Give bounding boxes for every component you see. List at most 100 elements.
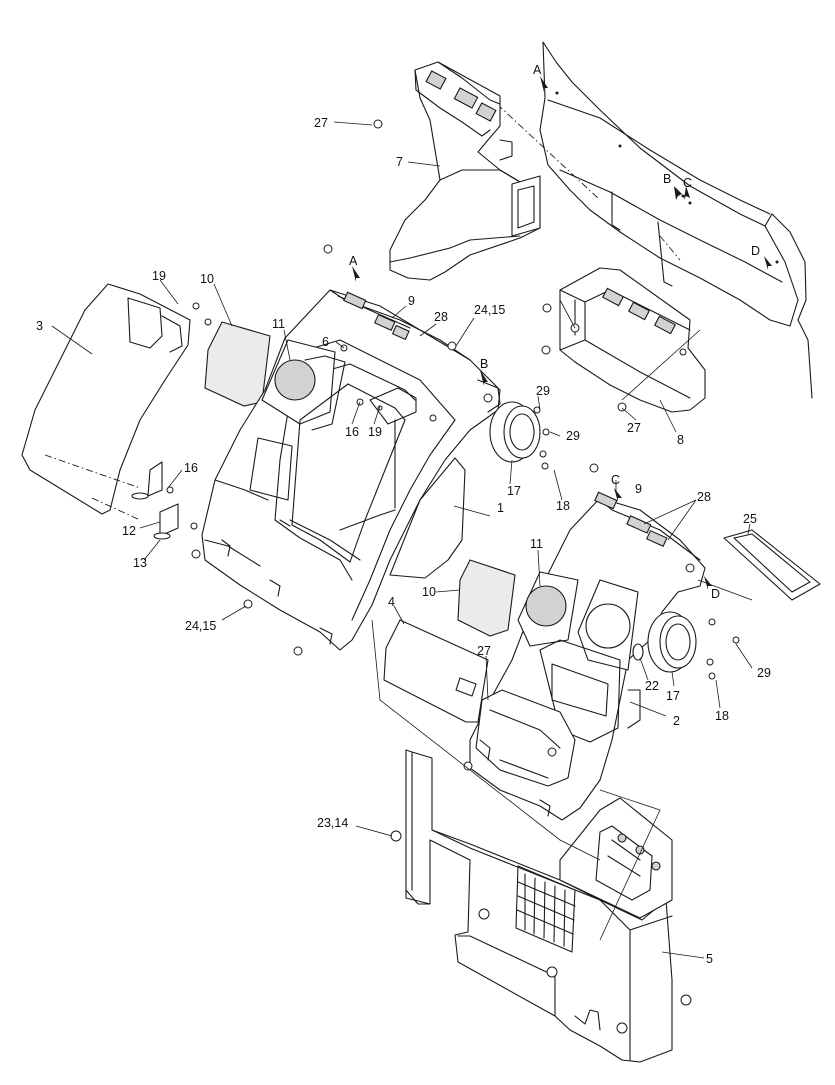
callout-label: C [683, 176, 692, 190]
leader-lines [51, 121, 753, 959]
fastener-icon [685, 563, 695, 573]
bolt-icon [542, 428, 550, 436]
callout-label: C [611, 473, 620, 487]
bolt-icon [447, 341, 457, 351]
callout-label: 22 [645, 679, 659, 693]
callout-label: 29 [566, 429, 580, 443]
callout-label: 28 [697, 490, 711, 504]
bolt-icon [463, 761, 473, 771]
arrow-icon [764, 256, 772, 270]
callout-label: 16 [184, 461, 198, 475]
cab-rear-frame [496, 41, 813, 399]
part-4-cover-plate [383, 619, 489, 723]
part-17-speaker-lower [647, 611, 697, 673]
callout-label: 3 [36, 319, 43, 333]
bolt-icon [390, 830, 402, 842]
callout-label: 17 [507, 484, 521, 498]
bolt-icon [708, 672, 716, 680]
callout-label: 27 [627, 421, 641, 435]
callout-label: 17 [666, 689, 680, 703]
callout-label: 27 [477, 644, 491, 658]
callout-label: 5 [706, 952, 713, 966]
switch-icon [651, 861, 661, 871]
part-25-filter [723, 529, 821, 601]
bolt-icon [323, 244, 333, 254]
arrow-icon [540, 76, 548, 92]
callout-label: 18 [556, 499, 570, 513]
callout-label: 11 [272, 317, 285, 331]
arrow-icon [684, 186, 690, 200]
callout-label: 1 [497, 501, 504, 515]
part-22-bushing [632, 643, 644, 661]
switch-icon [617, 833, 627, 843]
bolt-icon [542, 303, 552, 313]
callout-label: 24,15 [185, 619, 216, 633]
bolt-icon [546, 966, 558, 978]
callout-label: B [663, 172, 671, 186]
part-8-lower-duct [559, 267, 706, 413]
callout-label: 11 [530, 537, 543, 551]
callout-label: D [711, 587, 720, 601]
callout-label: 4 [388, 595, 395, 609]
arrow-icon [480, 370, 488, 386]
bolt-icon [373, 119, 383, 129]
callout-label: 25 [743, 512, 757, 526]
callout-label: 18 [715, 709, 729, 723]
bolt-icon [204, 318, 212, 326]
callout-label: D [751, 244, 760, 258]
part-7-upper-duct [389, 61, 541, 281]
speaker-plate-icon [525, 585, 567, 627]
callout-label: 9 [635, 482, 642, 496]
callout-label: 10 [200, 272, 214, 286]
bolt-icon [541, 345, 551, 355]
marker-hole-icon [681, 194, 685, 198]
bolt-icon [191, 549, 201, 559]
bolt-icon [708, 618, 716, 626]
marker-hole-icon [618, 144, 622, 148]
callout-label: 6 [322, 335, 329, 349]
callout-label: 29 [757, 666, 771, 680]
callout-label: 16 [345, 425, 359, 439]
bolt-icon [617, 402, 627, 412]
callout-label: 12 [122, 524, 136, 538]
bolt-icon [616, 1022, 628, 1034]
arrow-icon [614, 488, 622, 502]
bolt-icon [680, 994, 692, 1006]
part-5-base-panel [405, 749, 673, 1063]
bolt-icon [293, 646, 303, 656]
bolt-icon [533, 406, 541, 414]
bolt-icon [192, 302, 200, 310]
callout-label: 29 [536, 384, 550, 398]
bolt-icon [732, 636, 740, 644]
callout-label: A [533, 63, 542, 77]
bolt-icon [166, 486, 174, 494]
part-1-upper-console [201, 289, 501, 651]
speaker-plate-icon [274, 359, 316, 401]
part-17-speaker-upper [489, 401, 541, 463]
callout-label: 7 [396, 155, 403, 169]
fastener-icon [679, 348, 687, 356]
callout-label: 19 [152, 269, 166, 283]
callout-label: 2 [673, 714, 680, 728]
callout-label: 27 [314, 116, 328, 130]
callouts: 27 7 A B C D 19 10 3 11 A 9 28 24,15 6 B… [36, 63, 771, 966]
callout-label: 23,14 [317, 816, 348, 830]
callout-label: 13 [133, 556, 147, 570]
bolt-icon [706, 658, 714, 666]
fastener-icon [547, 747, 557, 757]
fastener-icon [429, 414, 437, 422]
bolt-icon [539, 450, 547, 458]
bolt-icon [190, 522, 198, 530]
bolt-icon [589, 463, 599, 473]
callout-label: 10 [422, 585, 436, 599]
callout-label: 19 [368, 425, 382, 439]
part-10-speaker-cover-upper [204, 321, 271, 407]
arrow-icon [352, 266, 360, 282]
part-3-left-cover [21, 283, 191, 521]
guide-lines [371, 299, 753, 941]
marker-hole-icon [688, 201, 692, 205]
arrows [352, 76, 772, 590]
part-10-speaker-cover-lower [457, 559, 516, 637]
